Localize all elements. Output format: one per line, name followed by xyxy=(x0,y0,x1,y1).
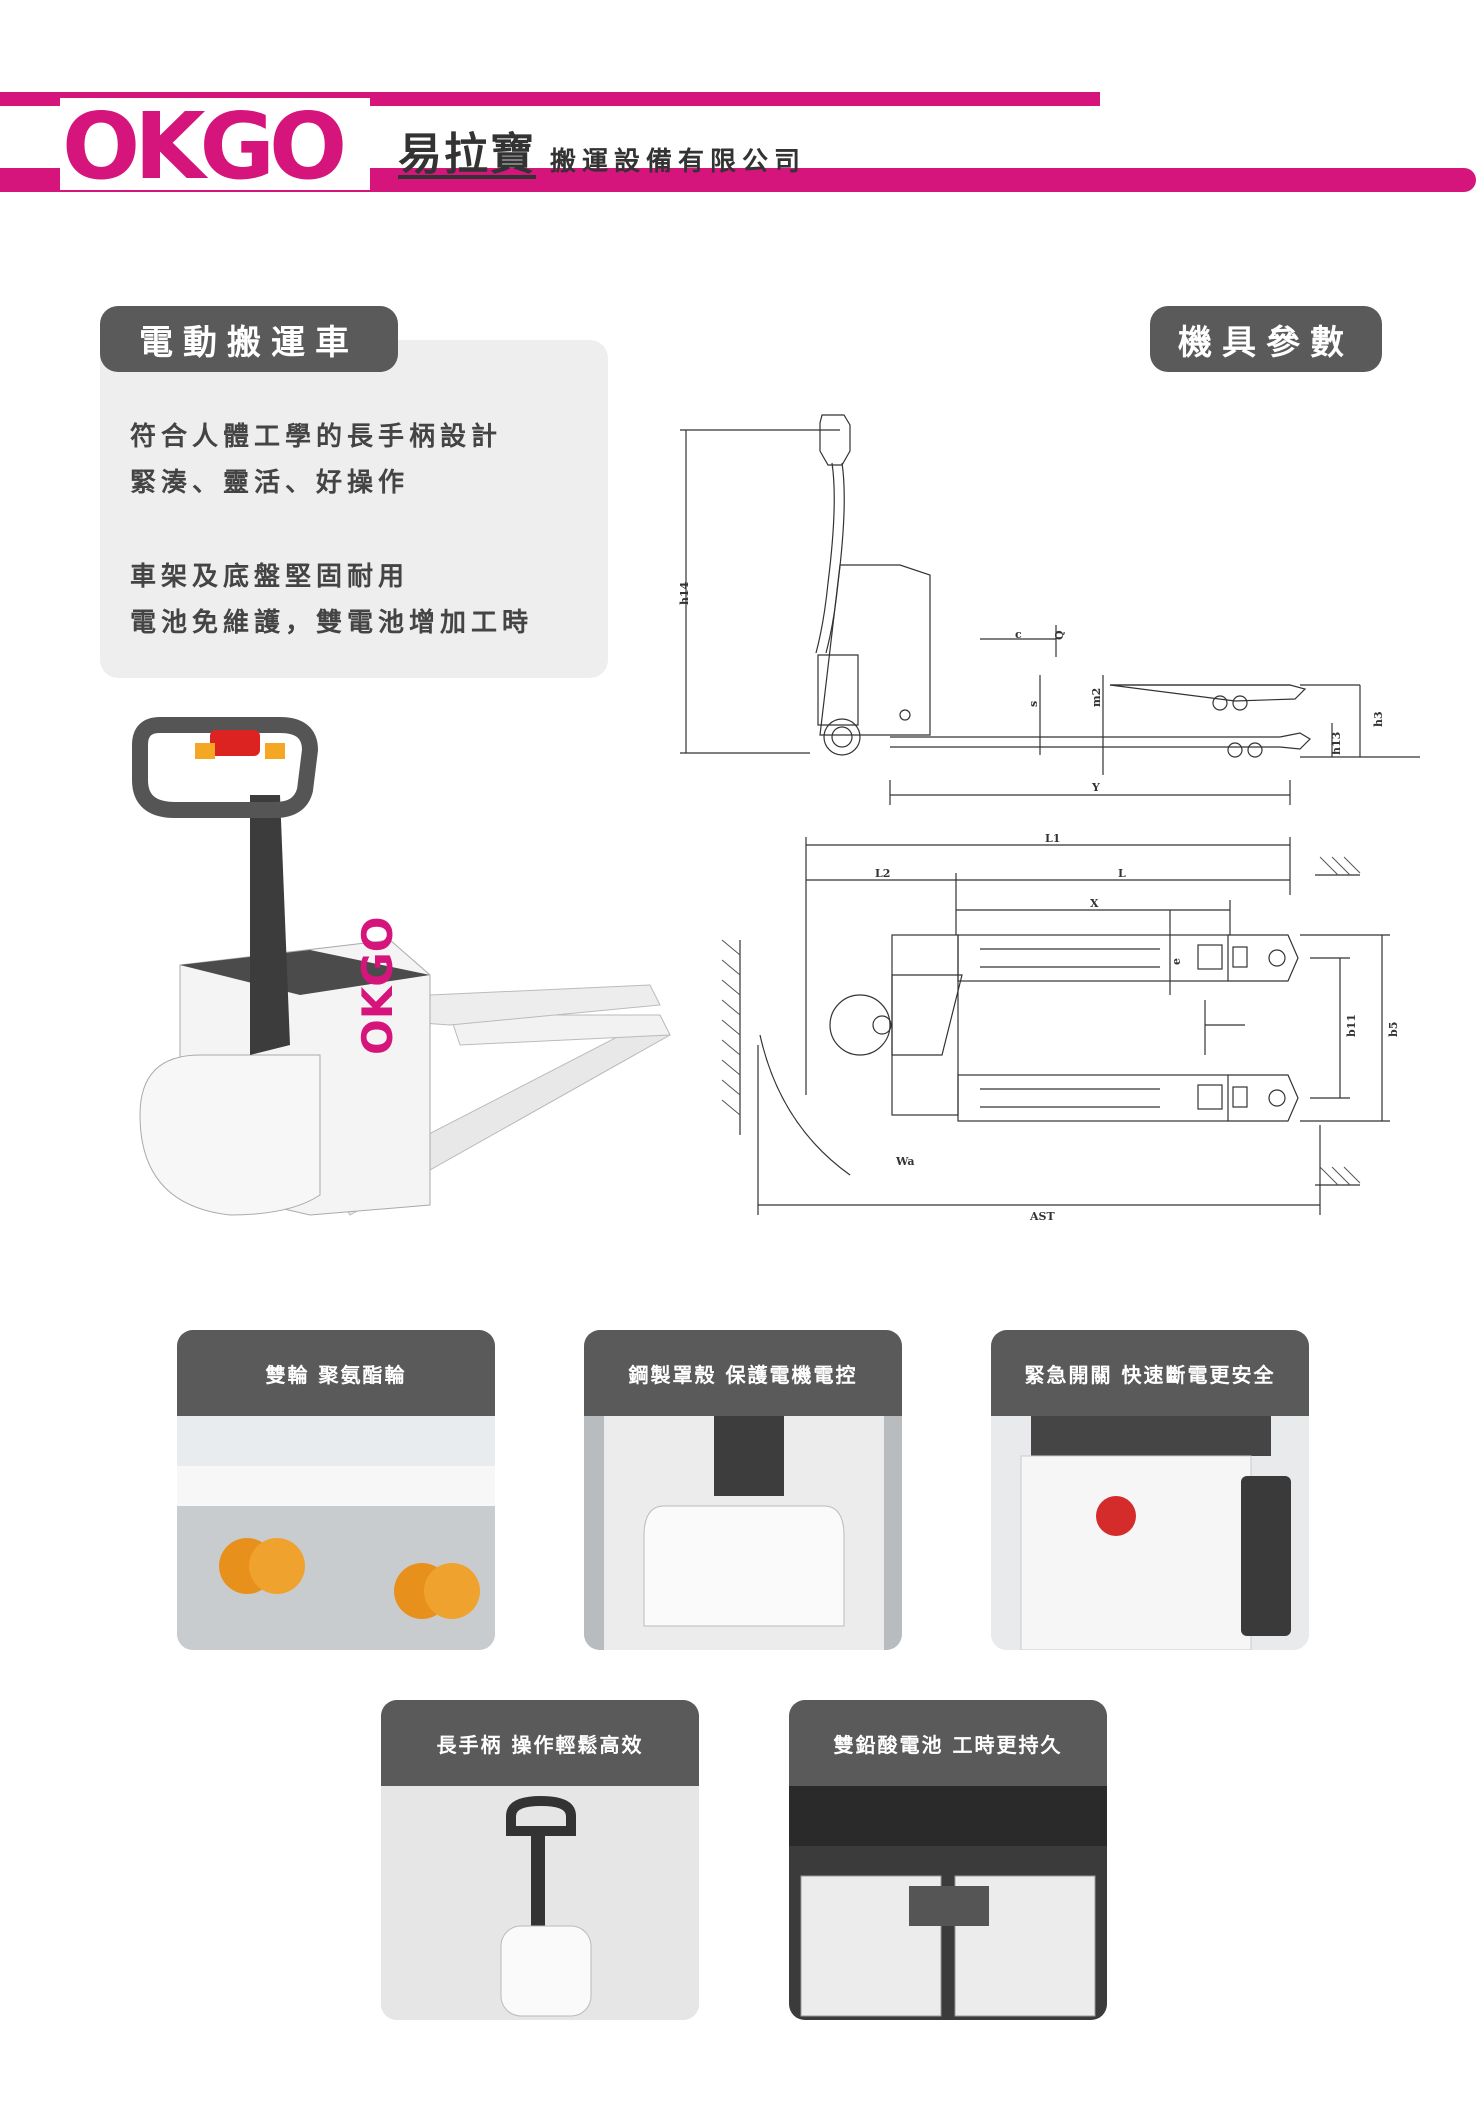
label-h14: h14 xyxy=(678,581,691,605)
feature-card-long-handle: 長手柄 操作輕鬆高效 xyxy=(381,1700,699,2020)
label-h13: h13 xyxy=(1330,732,1343,755)
label-m2: m2 xyxy=(1090,688,1103,707)
desc-line: 電池免維護，雙電池增加工時 xyxy=(130,608,534,638)
emergency-button-icon xyxy=(210,730,260,756)
label-ast: AST xyxy=(1029,1210,1055,1223)
label-b11: b11 xyxy=(1345,1014,1358,1037)
desc-line: 緊湊、靈活、好操作 xyxy=(130,468,410,498)
company-name: 易拉寶 搬運設備有限公司 xyxy=(398,118,806,182)
label-h3: h3 xyxy=(1372,711,1385,727)
title-tab-product: 電動搬運車 xyxy=(100,306,398,372)
description-panel xyxy=(100,340,608,678)
title-tab-specs: 機具參數 xyxy=(1150,306,1382,372)
label-l1: L1 xyxy=(1045,832,1060,845)
battery-photo xyxy=(789,1786,1107,2020)
feature-card-batteries: 雙鉛酸電池 工時更持久 xyxy=(789,1700,1107,2020)
switch-photo xyxy=(991,1416,1309,1650)
feature-caption: 鋼製罩殼 保護電機電控 xyxy=(584,1330,902,1416)
company-suffix: 搬運設備有限公司 xyxy=(550,147,807,177)
feature-caption: 長手柄 操作輕鬆高效 xyxy=(381,1700,699,1786)
logo-text: OKGO xyxy=(62,98,343,190)
label-y: Y xyxy=(1091,781,1100,794)
label-wa: Wa xyxy=(895,1155,915,1168)
okgo-logo: OKGO xyxy=(60,93,370,200)
feature-card-wheels: 雙輪 聚氨酯輪 xyxy=(177,1330,495,1650)
handle-photo xyxy=(381,1786,699,2020)
label-q: Q xyxy=(1053,630,1066,640)
feature-card-emergency-switch: 緊急開關 快速斷電更安全 xyxy=(991,1330,1309,1650)
desc-line: 符合人體工學的長手柄設計 xyxy=(130,422,503,452)
desc-line: 車架及底盤堅固耐用 xyxy=(130,562,410,592)
label-x: X xyxy=(1090,897,1099,910)
label-l: L xyxy=(1118,867,1126,880)
product-image: OKGO xyxy=(130,715,690,1255)
feature-caption: 雙鉛酸電池 工時更持久 xyxy=(789,1700,1107,1786)
label-l2: L2 xyxy=(875,867,890,880)
product-logo: OKGO xyxy=(353,917,402,1055)
company-brand: 易拉寶 xyxy=(398,129,536,180)
description-text: 符合人體工學的長手柄設計 緊湊、靈活、好操作 車架及底盤堅固耐用 電池免維護，雙… xyxy=(130,414,533,646)
feature-caption: 雙輪 聚氨酯輪 xyxy=(177,1330,495,1416)
label-e: e xyxy=(1170,958,1183,965)
label-b5: b5 xyxy=(1387,1022,1400,1037)
feature-card-steel-cover: 鋼製罩殼 保護電機電控 xyxy=(584,1330,902,1650)
cover-photo xyxy=(584,1416,902,1650)
wheels-photo xyxy=(177,1416,495,1650)
label-s: s xyxy=(1027,701,1040,707)
feature-caption: 緊急開關 快速斷電更安全 xyxy=(991,1330,1309,1416)
dimension-diagram: h14 c Q s m2 h13 h3 Y xyxy=(660,395,1420,1265)
emergency-switch-icon xyxy=(1096,1496,1136,1536)
label-c: c xyxy=(1015,628,1022,641)
